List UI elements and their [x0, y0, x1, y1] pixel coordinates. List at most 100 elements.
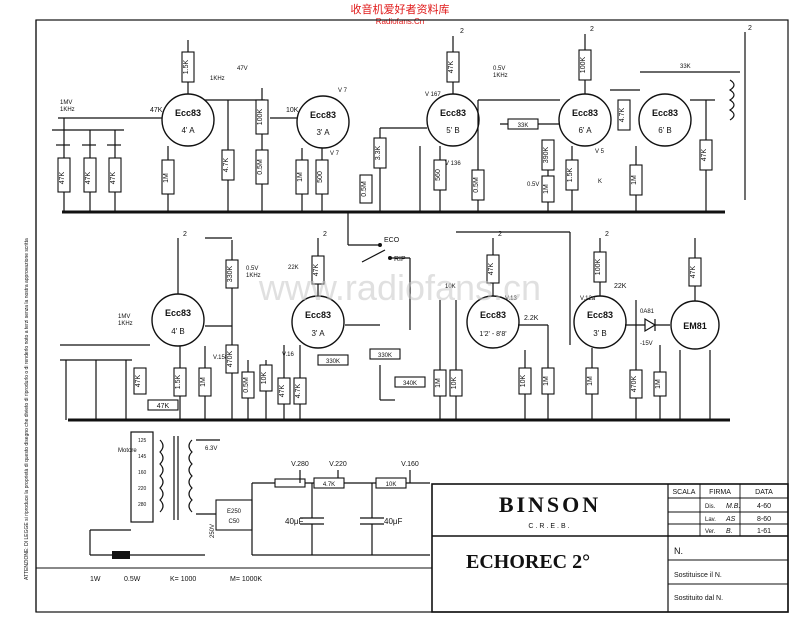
tube-label: Ecc83	[175, 108, 201, 118]
resistor-label: 1M	[655, 379, 662, 389]
fuse	[112, 551, 130, 559]
tube-label: Ecc83	[572, 108, 598, 118]
company-sub: C.R.E.B.	[528, 523, 571, 530]
input-level-label: 1MV	[60, 100, 72, 106]
misc-label: K	[598, 179, 602, 185]
diode-label: 0A81	[640, 309, 655, 315]
tube-v4	[558, 93, 612, 147]
resistor-label: 10K	[286, 107, 299, 114]
choke	[274, 478, 306, 488]
tube-voltage: V 5	[595, 149, 605, 155]
tap-label: 280	[138, 502, 147, 508]
resistor-label: 560	[435, 169, 442, 181]
resistor-label: 1M	[163, 173, 170, 183]
supply-point: 2	[498, 231, 502, 238]
watermark-subtitle: Radiofans.Cn	[376, 17, 424, 26]
resistor-label: 1M	[435, 378, 442, 388]
tube-sub: 3' B	[593, 329, 607, 338]
input-level-label: 1MV	[118, 314, 130, 320]
tube-sub: 4' A	[181, 126, 195, 135]
resistor-label: 1M	[200, 377, 207, 387]
tap-label: 160	[138, 470, 147, 476]
legend-item: 0.5W	[124, 576, 141, 583]
tube-voltage: V.16	[282, 352, 294, 358]
misc-label: 1KHz	[493, 73, 508, 79]
tap-label: 145	[138, 454, 147, 460]
resistor-label: 500	[317, 171, 324, 183]
watermark-center: www.radiofans.cn	[258, 267, 541, 308]
resistor-label: 33K	[518, 123, 529, 129]
tube-label: Ecc83	[587, 310, 613, 320]
legend-item: K= 1000	[170, 576, 196, 583]
resistor-label: 100K	[580, 57, 587, 74]
tube-voltage: V 167	[425, 92, 441, 98]
resistor-label: 470K	[631, 376, 638, 393]
tube-voltage: V.158	[213, 355, 229, 361]
tube-label: Ecc83	[652, 108, 678, 118]
watermark-title: 收音机爱好者资料库	[351, 2, 450, 16]
resistor-label: 0.5M	[361, 181, 368, 197]
output-coil	[728, 79, 735, 121]
tube-voltage: V 136	[445, 161, 461, 167]
resistor-label: 100K	[595, 259, 602, 276]
tube-sub: 3' A	[311, 329, 325, 338]
misc-label: 0.5V	[493, 66, 505, 72]
diode-symbol	[644, 317, 657, 333]
resistor-label: 330K	[227, 266, 234, 283]
model-name: ECHOREC 2°	[466, 551, 590, 573]
resistor-label: 340K	[403, 381, 417, 387]
supply-point: 2	[748, 25, 752, 32]
sig-date: 8-60	[757, 516, 771, 523]
resistor-label: 1M	[587, 376, 594, 386]
cap-label: 40μF	[285, 517, 304, 526]
resistor-label: 10K	[451, 376, 458, 389]
tube-voltage: V.13	[505, 296, 517, 302]
resistor-label: 1M	[543, 376, 550, 386]
tube-sub: 5' B	[446, 126, 460, 135]
resistor-label: 1M	[297, 172, 304, 182]
top-row: 47K 47K 47K 1MV 1KHz Ecc83 4' A 1.5K 1KH…	[52, 25, 752, 212]
tube-label: Ecc83	[305, 310, 331, 320]
bottom-row: 47K 47K 1MV 1KHz Ecc83 4' B 2 1.5K V.158…	[60, 212, 720, 420]
company-name: BINSON	[499, 492, 601, 517]
tube-voltage: V.12a	[580, 296, 596, 302]
input-freq-label: 1KHz	[118, 321, 133, 327]
col-firma: FIRMA	[709, 489, 731, 496]
role-label: Dis.	[705, 504, 716, 510]
resistor-label: 47K	[157, 403, 170, 410]
tube-sub: 4' B	[171, 327, 185, 336]
supply-point: 2	[590, 26, 594, 33]
tube-sub: 6' B	[658, 126, 672, 135]
resistor-label: 1.5K	[175, 374, 182, 389]
tube-label: Ecc83	[440, 108, 466, 118]
misc-label: 10K	[445, 284, 456, 290]
transformer-secondary	[188, 439, 193, 513]
tube-voltage: V 7	[330, 151, 340, 157]
number-label: N.	[674, 546, 683, 556]
misc-label: 22K	[288, 265, 299, 271]
resistor-label: 47K	[85, 171, 92, 184]
tube-label: Ecc83	[165, 308, 191, 318]
role-label: Lav.	[705, 517, 716, 523]
tube-label: EM81	[683, 321, 707, 331]
secondary-voltage: 6.3V	[205, 446, 217, 452]
resistor-label: 1.5K	[183, 59, 190, 74]
resistor-label: 4.7K	[295, 383, 302, 398]
misc-label: 0.5V	[246, 266, 258, 272]
tube-v3	[426, 93, 480, 147]
legend-item: M= 1000K	[230, 576, 262, 583]
tube-sub: 1'2' - 8'8'	[479, 331, 506, 338]
voltage-tap: V.220	[329, 461, 347, 468]
title-block: SCALA FIRMA DATA Dis. M.B. 4-60 Lav. AS …	[431, 483, 789, 613]
tube-voltage: V 7	[338, 88, 348, 94]
switch-label-eco: ECO	[384, 237, 400, 244]
tube-v9	[573, 295, 627, 349]
supply-point: 2	[605, 231, 609, 238]
role-label: Ver.	[705, 529, 716, 535]
misc-label: 1KHz	[246, 273, 261, 279]
resistor-label: 330K	[378, 353, 392, 359]
sig-date: 4-60	[757, 503, 771, 510]
misc-label: 47V	[237, 66, 248, 72]
resistor-label: 47K	[135, 374, 142, 387]
